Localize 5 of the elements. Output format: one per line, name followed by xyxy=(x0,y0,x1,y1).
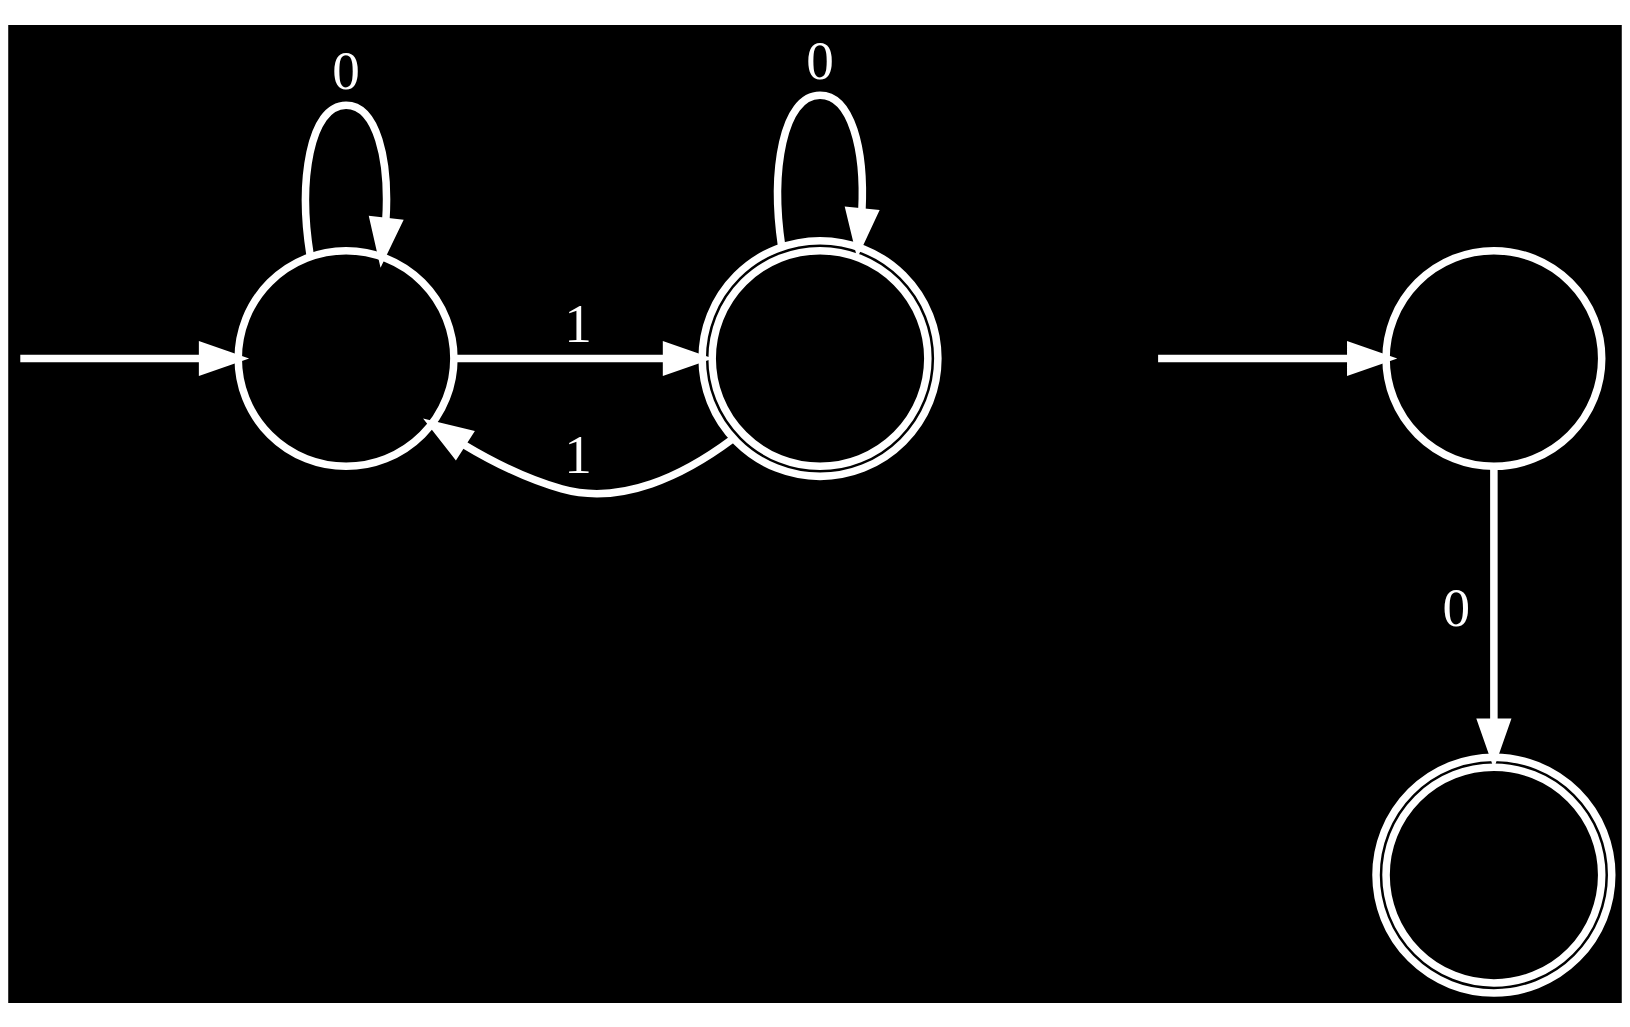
edge-label: 1 xyxy=(564,292,592,354)
edge-label: 0 xyxy=(1442,576,1471,638)
edge-label: 1 xyxy=(564,423,592,485)
edge-label: 0 xyxy=(806,29,834,91)
edge-label: 0 xyxy=(332,39,360,101)
